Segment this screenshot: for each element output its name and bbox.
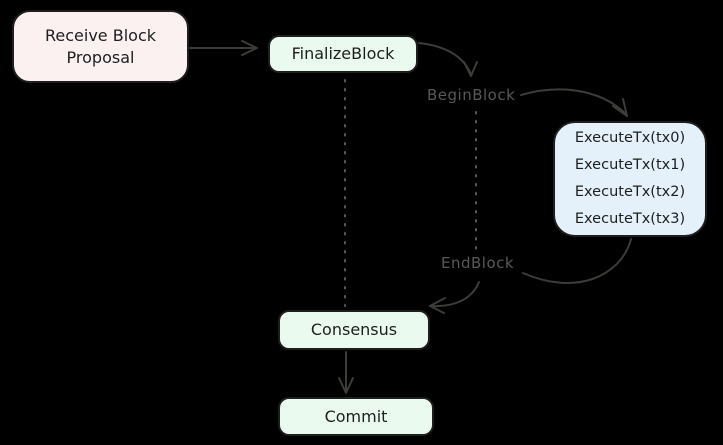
arrowhead-consensus-to-commit [338, 377, 354, 394]
commit-label: Commit [324, 406, 388, 426]
arrow-endblock-to-consensus [431, 281, 480, 308]
label-end-block: EndBlock [441, 254, 515, 272]
receive-block-label-line1: Receive Block [45, 25, 156, 45]
arrow-finalize-to-beginblock [418, 42, 472, 75]
node-receive-block-proposal: Receive Block Proposal [12, 10, 189, 83]
node-execute-tx: ExecuteTx(tx0) ExecuteTx(tx1) ExecuteTx(… [553, 121, 707, 237]
execute-tx-line-2: ExecuteTx(tx2) [574, 184, 686, 200]
execute-tx-line-1: ExecuteTx(tx1) [574, 157, 686, 174]
arrow-beginblock-to-execute [520, 88, 627, 115]
curve-execute-to-endblock [522, 238, 632, 284]
receive-block-label-line2: Proposal [66, 47, 135, 67]
execute-tx-line-0: ExecuteTx(tx0) [574, 130, 686, 147]
arrowhead-endblock-to-consensus [429, 297, 446, 314]
node-consensus: Consensus [278, 310, 430, 350]
node-commit: Commit [278, 397, 434, 436]
arrowhead-finalize-to-beginblock [463, 61, 478, 77]
label-begin-block: BeginBlock [427, 86, 516, 104]
finalize-block-label: FinalizeBlock [291, 44, 395, 64]
execute-tx-line-3: ExecuteTx(tx3) [574, 210, 686, 227]
arrowhead-beginblock-to-execute [612, 98, 628, 117]
arrowhead-receive-to-finalize [241, 40, 258, 56]
consensus-label: Consensus [310, 320, 398, 340]
node-finalize-block: FinalizeBlock [268, 35, 418, 73]
